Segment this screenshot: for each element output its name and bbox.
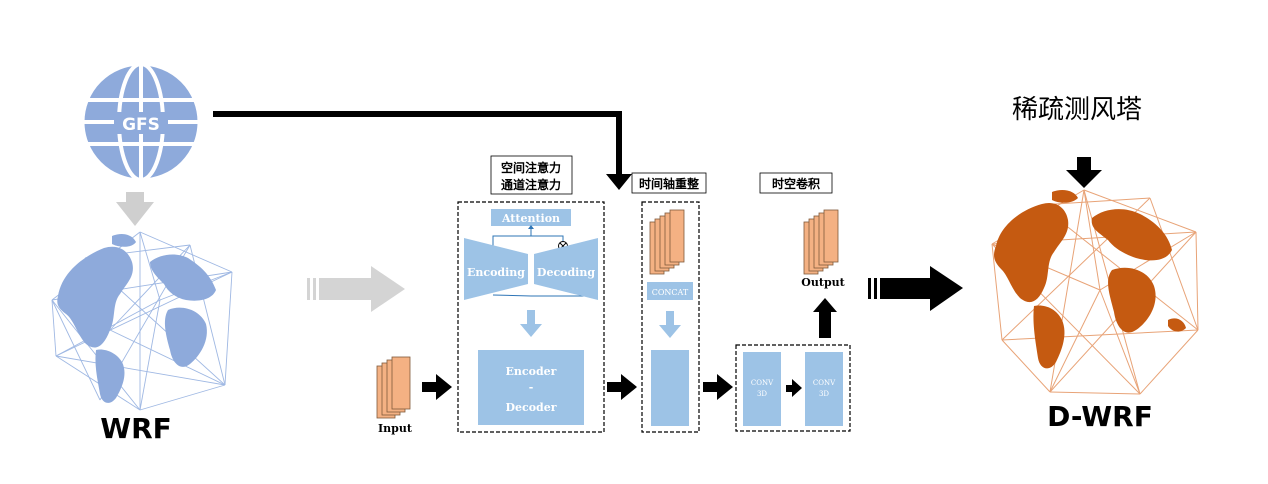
attention-title-line2: 通道注意力 — [501, 177, 561, 192]
conv3d-1-dim: 3D — [757, 390, 767, 398]
model-to-dwrf-arrow — [868, 266, 963, 311]
input-tensor-stack — [376, 356, 411, 419]
time-axis-tensor-stack — [649, 209, 685, 275]
input-label: Input — [378, 422, 413, 435]
concat-box — [647, 282, 693, 300]
attention-module — [457, 155, 605, 433]
output-tensor-stack — [803, 209, 839, 275]
attention-box — [491, 209, 571, 226]
sparse-towers-label: 稀疏测风塔 — [1012, 95, 1142, 125]
output-label: Output — [801, 276, 845, 289]
time-axis-title-box — [631, 172, 707, 194]
attention-skip-connection — [492, 228, 590, 297]
conv3d-box-1 — [743, 352, 781, 426]
wrf-to-model-arrow — [307, 266, 405, 312]
conv-to-conv-arrow — [786, 379, 802, 397]
gfs-connector-arrowhead — [606, 174, 632, 190]
conv3d-box-2 — [805, 352, 843, 426]
time-axis-down-arrow — [659, 311, 681, 338]
conv3d-1-label: CONV — [751, 379, 774, 387]
concat-label: CONCAT — [652, 288, 689, 297]
time-axis-to-conv-arrow — [703, 374, 733, 400]
gfs-connector-arrow — [213, 111, 622, 178]
spatiotemporal-title: 时空卷积 — [772, 176, 820, 191]
sparse-towers-down-arrow — [1066, 157, 1102, 188]
decoding-label: Decoding — [537, 266, 595, 279]
decoder-label: Decoder — [505, 401, 556, 414]
spatiotemporal-title-box — [759, 172, 833, 194]
time-axis-title: 时间轴重整 — [639, 176, 699, 191]
dwrf-globe-icon — [991, 189, 1199, 395]
conv-to-output-arrow — [813, 298, 837, 338]
conv3d-2-label: CONV — [813, 379, 836, 387]
dwrf-label: D-WRF — [1047, 400, 1153, 433]
attention-module-border — [457, 201, 605, 433]
gfs-globe-icon — [81, 62, 201, 182]
attention-to-time-axis-arrow — [607, 374, 637, 400]
decoding-trapezoid — [534, 238, 598, 300]
wrf-label: WRF — [100, 412, 172, 445]
spatiotemporal-module-border — [735, 344, 851, 432]
gfs-to-wrf-arrow — [116, 192, 154, 226]
encoding-trapezoid — [464, 238, 528, 300]
encoding-label: Encoding — [467, 266, 525, 279]
input-to-attention-arrow — [422, 374, 452, 400]
attention-up-arrowhead — [528, 225, 534, 229]
attention-title-line1: 空间注意力 — [501, 160, 561, 175]
conv3d-2-dim: 3D — [819, 390, 829, 398]
wrf-globe-icon — [51, 231, 233, 411]
attention-down-arrow — [520, 310, 542, 337]
time-axis-feature-box — [651, 350, 689, 426]
gfs-label: GFS — [122, 115, 160, 135]
encoder-decoder-box — [478, 350, 584, 425]
encoder-label: Encoder — [506, 365, 557, 378]
attention-label: Attention — [501, 212, 560, 225]
time-axis-module-border — [641, 201, 700, 433]
encoder-decoder-dash: - — [529, 381, 534, 394]
attention-module-title-box — [490, 155, 573, 195]
